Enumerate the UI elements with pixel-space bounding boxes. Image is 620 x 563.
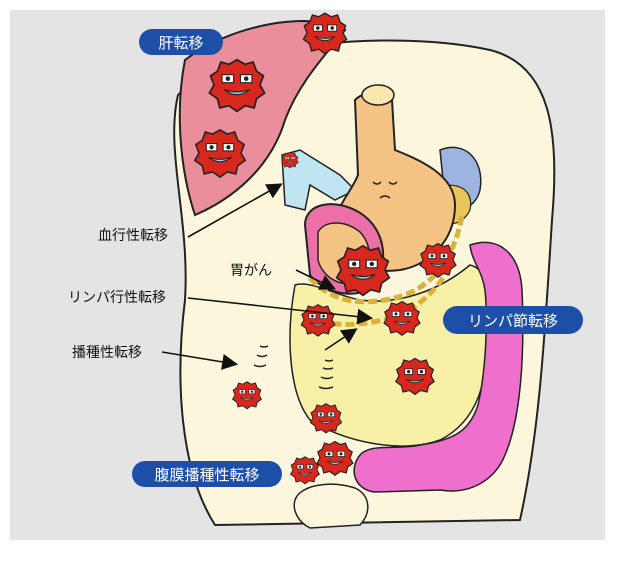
arrow-dissemination — [161, 351, 239, 370]
label-dissemination: 播種性転移 — [72, 345, 142, 361]
arrow-lymphatic-2 — [324, 328, 358, 351]
tag-liver-metastasis: 肝転移 — [139, 29, 223, 55]
blood-vessel — [281, 149, 357, 211]
tag-liver-metastasis-text: 肝転移 — [158, 34, 203, 52]
colon — [353, 241, 524, 493]
esophagus-opening — [361, 84, 395, 106]
arrow-lymphatic-1 — [187, 297, 374, 325]
label-lymphatic: リンパ行性転移 — [68, 290, 166, 306]
motion-lines — [253, 345, 334, 390]
label-gastric-cancer: 胃がん — [230, 263, 272, 279]
arrow-gastric-cancer — [295, 269, 336, 290]
tag-peritoneal-dissemination: 腹膜播種性転移 — [132, 461, 282, 487]
label-hematogenous: 血行性転移 — [98, 228, 168, 244]
tag-lymph-node-metastasis-text: リンパ節転移 — [468, 312, 558, 330]
pelvis — [293, 483, 369, 529]
tag-lymph-node-metastasis: リンパ節転移 — [443, 306, 583, 334]
arrow-hematogenous — [187, 183, 283, 238]
tag-peritoneal-dissemination-text: 腹膜播種性転移 — [154, 466, 259, 484]
lymph-node-chain — [308, 214, 465, 305]
